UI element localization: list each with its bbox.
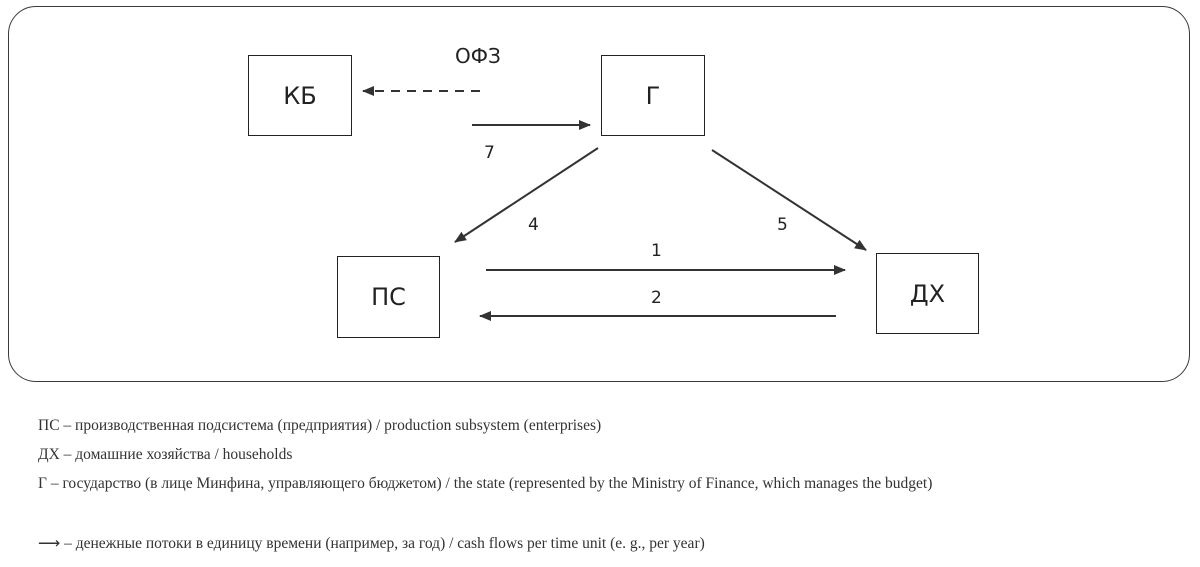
label-flow-7: 7	[484, 143, 495, 163]
label-flow-1: 1	[651, 241, 662, 261]
legend-arrow-text: – денежные потоки в единицу времени (нап…	[60, 535, 705, 552]
label-ofz: ОФЗ	[455, 44, 501, 68]
node-dx: ДХ	[876, 253, 979, 334]
arrow-flow-4	[454, 147, 599, 243]
node-g: Г	[601, 55, 705, 136]
legend-arrow: ⟶ – денежные потоки в единицу времени (н…	[0, 533, 1200, 554]
label-flow-4: 4	[528, 215, 539, 235]
arrow-flow-5	[711, 149, 867, 251]
node-kb: КБ	[248, 55, 352, 136]
label-flow-5: 5	[777, 215, 788, 235]
legend-dx: ДХ – домашние хозяйства / households	[0, 444, 1200, 465]
legend-g: Г – государство (в лице Минфина, управля…	[0, 473, 1200, 494]
node-ps: ПС	[337, 256, 440, 338]
label-flow-2: 2	[651, 288, 662, 308]
legend-dx-text: ДХ – домашние хозяйства / households	[38, 446, 293, 463]
legend-ps: ПС – производственная подсистема (предпр…	[0, 415, 1200, 436]
arrow-symbol-icon: ⟶	[38, 535, 61, 552]
legend-g-text: Г – государство (в лице Минфина, управля…	[38, 475, 933, 492]
diagram-frame	[8, 6, 1190, 382]
legend-ps-text: ПС – производственная подсистема (предпр…	[38, 417, 602, 434]
